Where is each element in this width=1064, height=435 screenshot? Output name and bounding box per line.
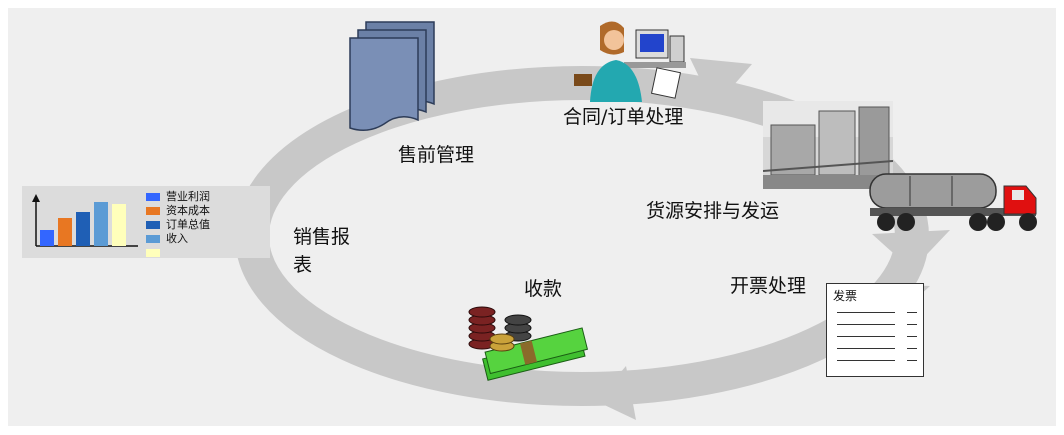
label-sales-report: 销售报表 (293, 226, 351, 276)
invoice-line (837, 348, 895, 349)
legend-item: 订单总值 (146, 218, 210, 232)
invoice-line (837, 360, 895, 361)
sales-report-card: 营业利润 资本成本 订单总值 收入 (22, 186, 270, 258)
arrowhead-bottom (596, 366, 636, 420)
money-icon (468, 306, 589, 381)
legend-item (146, 246, 210, 260)
invoice-line (907, 312, 917, 313)
invoice-line (907, 360, 917, 361)
invoice-line (837, 312, 895, 313)
document-stack-icon (349, 21, 435, 131)
office-worker-icon (574, 21, 686, 102)
tanker-truck-icon (869, 173, 1037, 231)
arrowhead-top (690, 58, 752, 108)
invoice-icon: 发票 (826, 283, 924, 377)
bar-chart-icon (32, 194, 138, 247)
invoice-line (907, 348, 917, 349)
label-presales: 售前管理 (398, 144, 475, 166)
legend-item: 收入 (146, 232, 210, 246)
label-payment: 收款 (524, 278, 563, 300)
warehouse-photo-icon (763, 101, 893, 189)
report-legend: 营业利润 资本成本 订单总值 收入 (146, 190, 210, 260)
legend-item: 资本成本 (146, 204, 210, 218)
label-order-processing: 合同/订单处理 (563, 106, 684, 128)
invoice-line (837, 336, 895, 337)
label-sourcing-shipping: 货源安排与发运 (646, 200, 780, 222)
label-invoicing: 开票处理 (730, 275, 807, 297)
invoice-line (907, 336, 917, 337)
invoice-title: 发票 (833, 289, 858, 303)
arrowhead-right (872, 230, 950, 270)
legend-item: 营业利润 (146, 190, 210, 204)
invoice-line (837, 324, 895, 325)
invoice-line (907, 324, 917, 325)
